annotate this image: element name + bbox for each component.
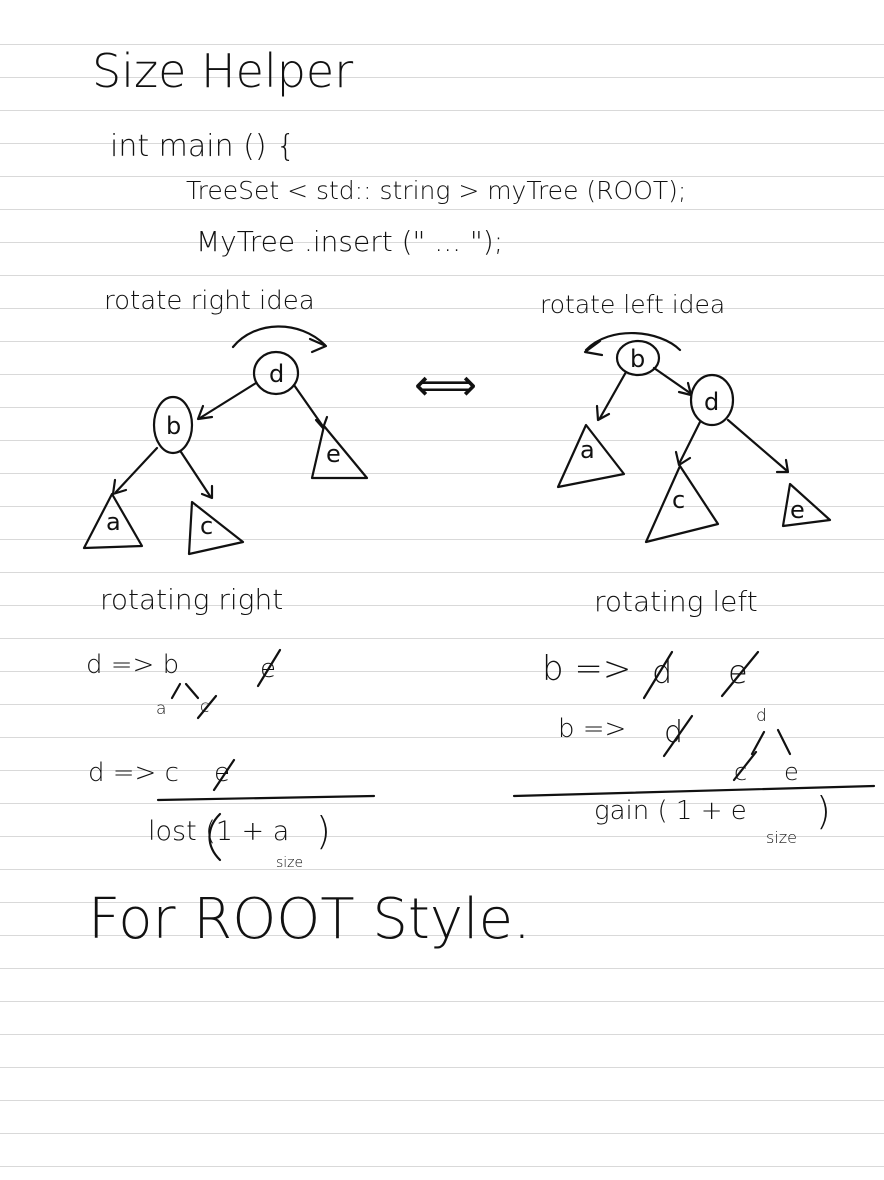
rotating-right-sub-crossed: c [200, 697, 210, 717]
rotation-arrow-left [584, 331, 682, 352]
code-line-insert: MyTree .insert (" ... "); [196, 225, 504, 258]
node-d2-label: d [704, 388, 719, 416]
edge-d-b [198, 381, 258, 420]
rotating-right-result: lost (1 + a [148, 816, 290, 847]
rotating-left-result-close: ) [816, 789, 831, 833]
edge-d2-e2 [726, 418, 788, 472]
rotating-left-crossed-e: e [728, 653, 748, 691]
rotate-right-tree: d b e a c [82, 325, 369, 556]
code-line-treeset: TreeSet < std:: string > myTree (ROOT); [186, 176, 687, 205]
rotating-left-line2: b => [558, 714, 627, 744]
edge-b2-a2 [598, 370, 628, 420]
node-b-label: b [166, 412, 181, 440]
tri-c-label: c [200, 512, 213, 540]
tri-e-label: e [326, 440, 341, 468]
sub-branch-left [170, 682, 182, 700]
rotating-right-size-label: size [276, 855, 304, 871]
tri-c [187, 500, 245, 556]
rotating-right-result-close: ) [316, 809, 331, 853]
tri-e [310, 424, 369, 480]
edge-d-e [292, 383, 324, 427]
rotating-right-crossed-e2: e [214, 758, 230, 788]
code-line-main: int main () { [110, 129, 296, 164]
sub-branch-left2 [750, 730, 766, 756]
node-b2-label: b [630, 345, 645, 373]
rotating-right-title: rotating right [100, 583, 284, 616]
sub-branch-right2 [776, 728, 792, 756]
tri-a [82, 492, 144, 550]
node-d-label: d [269, 360, 284, 388]
rotating-right-sub-a: a [156, 699, 167, 719]
rotating-left-crossed-d2: d [664, 715, 684, 750]
node-b-circle [152, 395, 194, 455]
node-b2-circle [615, 339, 661, 377]
equivalence-arrow: ⟺ [414, 360, 478, 411]
rotating-left-result: gain ( 1 + e [594, 796, 747, 826]
rotation-arrowhead-right [308, 337, 328, 354]
rotating-right-line2: d => c [88, 758, 179, 788]
node-d2-circle [689, 373, 735, 427]
page-title: Size Helper [92, 44, 354, 98]
divider-right [156, 794, 376, 802]
edge-b-a [114, 446, 159, 494]
edge-b2-d2 [652, 366, 692, 395]
tri-a2 [556, 423, 626, 489]
rotating-left-size-label: size [766, 828, 798, 847]
edge-b-c [179, 450, 212, 498]
rotation-arrow-right [231, 325, 327, 349]
edge-d2-c2-head [674, 450, 692, 467]
rotating-left-sub-d: d [756, 706, 767, 726]
rotating-left-line1: b => [542, 649, 632, 689]
footer-note: For ROOT Style. [88, 887, 531, 952]
rotating-right-line1: d => b [86, 650, 180, 680]
edge-d-b-head [196, 404, 214, 421]
rotating-left-title: rotating left [594, 585, 758, 618]
tri-a-label: a [106, 508, 121, 536]
tri-c2 [644, 464, 720, 544]
rotate-left-tree: b d a c e [556, 331, 832, 544]
edge-b2-d2-head [677, 381, 693, 397]
rotation-arrowhead-left [583, 339, 604, 357]
tri-e2-label: e [790, 496, 805, 524]
rotate-right-title: rotate right idea [104, 286, 315, 316]
edge-d2-e2-head [775, 458, 790, 474]
tri-c2-label: c [672, 486, 685, 514]
rotating-left-crossed-d: d [652, 653, 673, 691]
edge-b2-a2-head [595, 404, 611, 422]
edge-b-a-head [111, 478, 128, 496]
tri-a2-label: a [580, 436, 595, 464]
rotating-right-crossed-e: e [260, 654, 276, 684]
rotating-left-sub-e: e [784, 758, 799, 786]
rotate-left-title: rotate left idea [540, 290, 726, 319]
edge-d2-c2 [678, 420, 702, 464]
node-d-circle [252, 350, 300, 396]
tri-e2 [781, 482, 832, 528]
edge-b-c-head [200, 484, 214, 500]
edge-d-e-head [314, 415, 329, 430]
rotating-left-sub-crossed: c [734, 758, 748, 786]
sub-branch-right [184, 682, 200, 700]
